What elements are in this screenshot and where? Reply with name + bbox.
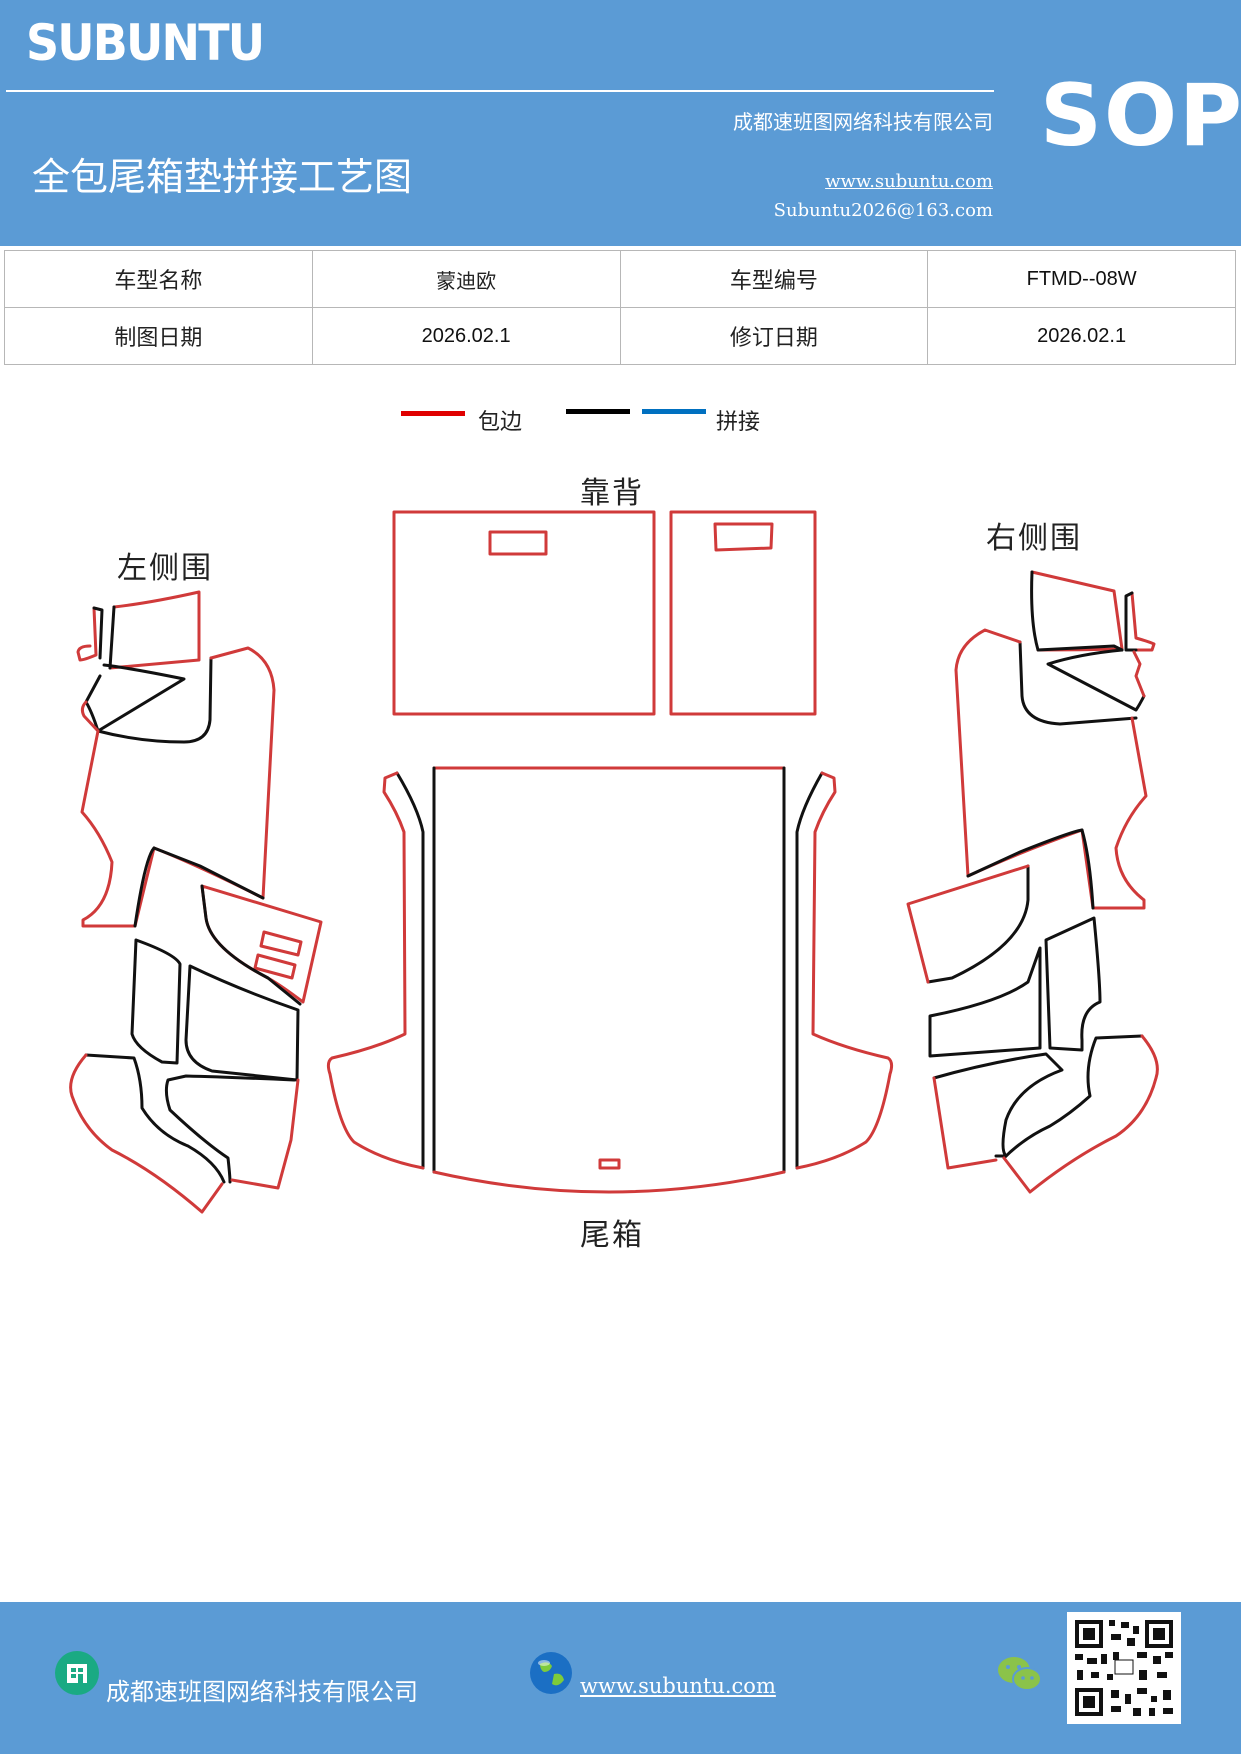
right-side-label: 右侧围: [986, 521, 1082, 556]
table-cell: FTMD--08W: [927, 250, 1236, 308]
header-banner: SUBUNTU SOP 成都速班图网络科技有限公司 全包尾箱垫拼接工艺图 www…: [0, 0, 1241, 246]
legend-splice-swatch: [642, 409, 706, 414]
draw-date-label: 制图日期: [114, 326, 203, 351]
left-lower-right-edge: [230, 1078, 300, 1190]
left-bottom-seam: [84, 1053, 226, 1184]
left-top-strip: [76, 606, 98, 662]
draw-date-value: 2026.02.1: [421, 324, 511, 347]
email-address: Subuntu2026@163.com: [773, 200, 993, 221]
right-top-strip: [1130, 591, 1156, 652]
table-cell: 修订日期: [619, 307, 929, 365]
table-cell: 车型名称: [4, 250, 313, 308]
right-window-edge: [906, 864, 1030, 984]
backrest-right-handle: [713, 522, 774, 552]
document-title: 全包尾箱垫拼接工艺图: [32, 155, 413, 199]
sop-mark: SOP: [1040, 66, 1241, 166]
left-slot-bottom: [253, 953, 297, 980]
model-name-value: 蒙迪欧: [436, 268, 497, 293]
table-cell: 制图日期: [4, 307, 313, 365]
right-bottom-seam: [1002, 1034, 1144, 1160]
left-lower-seam: [164, 1074, 296, 1184]
legend-binding-label: 包边: [478, 410, 523, 435]
trunk-left-wing-edge: [326, 771, 425, 1170]
footer-company-name: 成都速班图网络科技有限公司: [106, 1678, 418, 1706]
table-row: 车型名称 蒙迪欧 车型编号 FTMD--08W: [4, 250, 1236, 308]
table-row: 制图日期 2026.02.1 修订日期 2026.02.1: [4, 307, 1236, 365]
brand-logo: SUBUNTU: [26, 14, 265, 72]
model-code-value: FTMD--08W: [1026, 267, 1137, 290]
left-bottom-piece: [69, 1053, 224, 1214]
left-top-flap: [108, 590, 201, 670]
right-lower-left-seam: [928, 946, 1042, 1058]
qr-code: [1067, 1612, 1181, 1724]
left-lower-center-seam: [184, 964, 300, 1082]
legend-splice-label: 拼接: [716, 410, 761, 435]
trunk-right-wing-edge: [795, 771, 894, 1170]
right-mid-panel-top-seam: [966, 828, 1084, 878]
right-mid-triangle-seam: [1046, 648, 1146, 712]
right-top-flap-seam: [1030, 570, 1124, 652]
right-lower-center-edge: [932, 1076, 998, 1170]
left-slot-top: [259, 930, 303, 957]
revise-date-value: 2026.02.1: [1037, 324, 1127, 347]
info-table: 车型名称 蒙迪欧 车型编号 FTMD--08W 制图日期 2026.02.1 修…: [4, 250, 1236, 365]
trunk-label: 尾箱: [580, 1218, 644, 1253]
table-cell: 蒙迪欧: [311, 250, 621, 308]
backrest-left-panel: [392, 510, 656, 716]
qr-code-pattern: [1075, 1620, 1173, 1716]
right-top-strip-seam: [1124, 591, 1138, 652]
right-mid-triangle-edge: [1132, 650, 1146, 698]
table-cell: 车型编号: [619, 250, 929, 308]
trunk-floor-bottom-edge: [432, 1170, 786, 1194]
left-mid-panel-top-seam: [152, 846, 265, 900]
wechat-icon: [998, 1657, 1042, 1691]
header-divider: [6, 90, 994, 92]
left-side-label: 左侧围: [117, 551, 213, 586]
model-code-label: 车型编号: [729, 269, 818, 294]
right-bottom-piece: [1002, 1034, 1159, 1194]
right-mid-panel-left-seam: [1080, 828, 1095, 910]
company-name: 成都速班图网络科技有限公司: [733, 110, 993, 134]
legend-black-swatch: [566, 409, 630, 414]
left-mid-panel-left-seam: [133, 846, 156, 928]
left-window-seam: [200, 884, 302, 1006]
model-name-label: 车型名称: [114, 269, 203, 294]
right-center-strip-seam: [1044, 916, 1102, 1052]
trunk-floor-tab: [598, 1158, 621, 1170]
legend-binding-swatch: [401, 411, 465, 416]
left-mid-triangle-seam: [84, 663, 186, 733]
left-mid-triangle-edge: [80, 700, 100, 733]
table-cell: 2026.02.1: [927, 307, 1236, 365]
right-window-seam: [926, 864, 1030, 984]
backrest-label: 靠背: [580, 476, 644, 511]
revise-date-label: 修订日期: [729, 326, 818, 351]
table-cell: 2026.02.1: [311, 307, 621, 365]
left-lower-left-seam: [130, 938, 182, 1065]
left-main-panel: [80, 646, 276, 928]
right-main-panel: [954, 628, 1148, 910]
right-lower-center-seam: [932, 1052, 1064, 1158]
left-main-top-seam: [96, 656, 213, 744]
trunk-left-wing-seam: [395, 771, 425, 1170]
trunk-right-wing-seam: [795, 771, 824, 1170]
footer-website-link[interactable]: www.subuntu.com: [580, 1674, 776, 1698]
right-main-top-seam: [1018, 640, 1138, 726]
globe-icon: [530, 1652, 572, 1694]
footer-banner: 成都速班图网络科技有限公司 www.subuntu.com: [0, 1602, 1241, 1754]
left-top-flap-seam: [108, 605, 116, 670]
website-link[interactable]: www.subuntu.com: [825, 171, 993, 192]
splice-diagram: [69, 510, 1159, 1214]
right-top-flap: [1030, 570, 1124, 652]
left-top-strip-seam: [92, 606, 104, 660]
backrest-right-panel: [669, 510, 817, 716]
backrest-left-handle: [488, 530, 548, 556]
building-icon: [55, 1651, 99, 1695]
